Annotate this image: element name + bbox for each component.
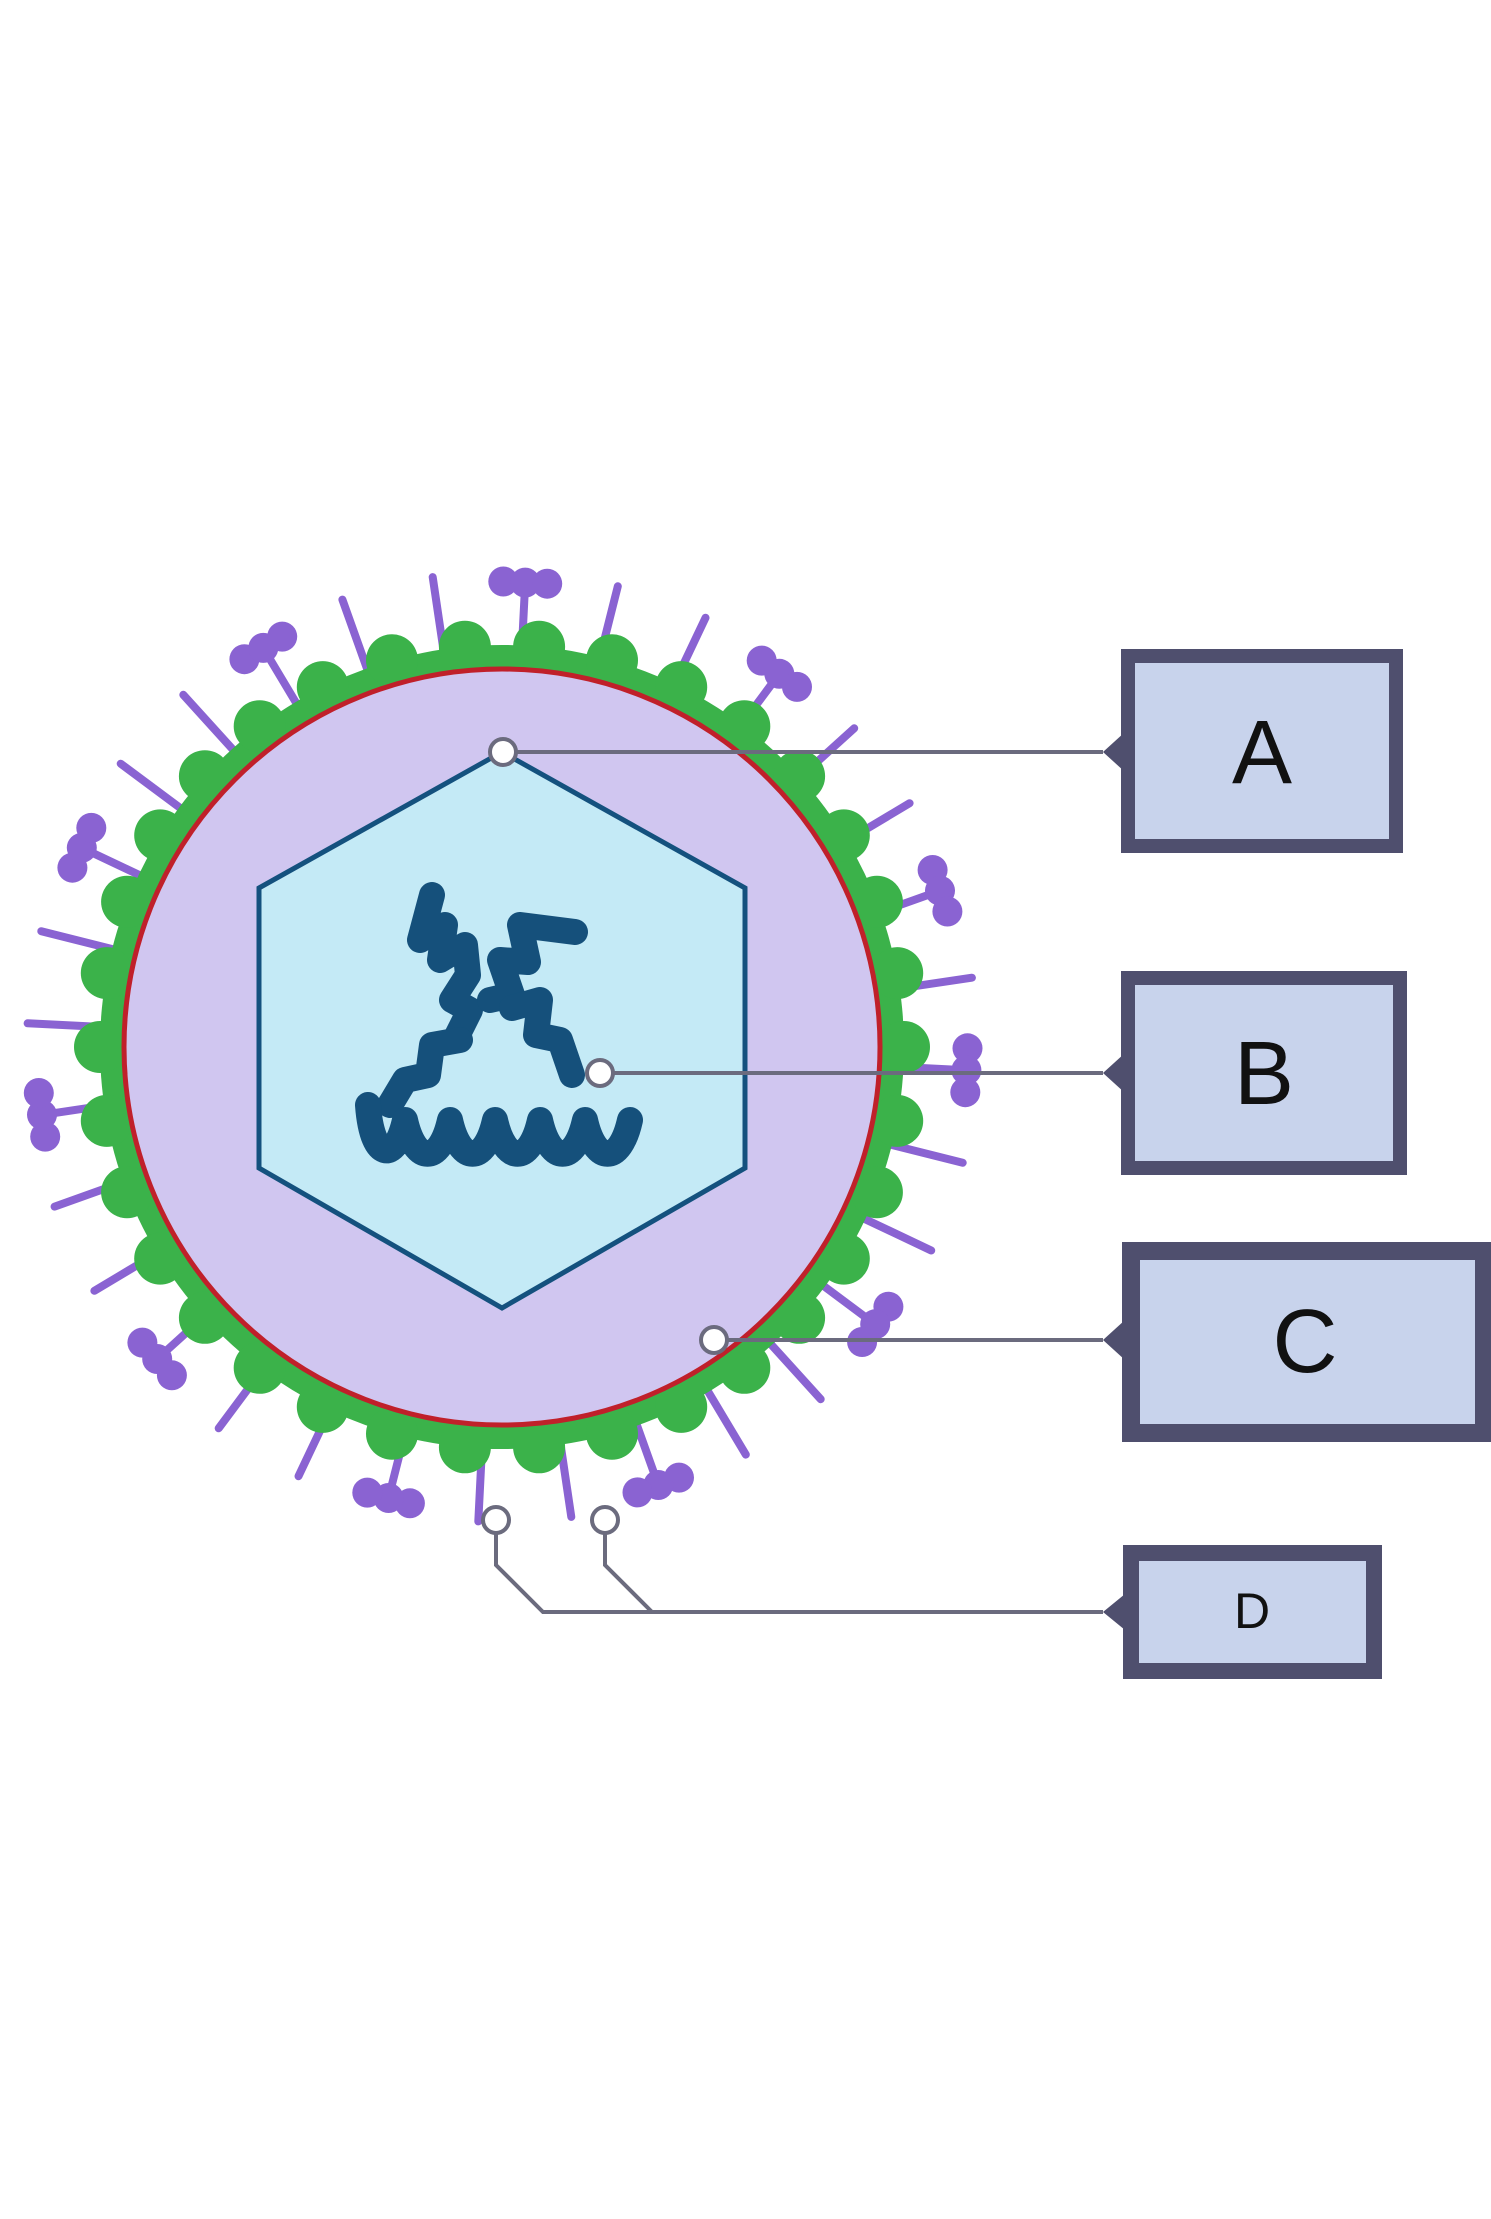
matrix-bump bbox=[296, 661, 349, 714]
pointer-dot-d-1 bbox=[481, 1505, 511, 1535]
glycoprotein-knob bbox=[622, 1477, 653, 1508]
matrix-bump bbox=[850, 875, 903, 928]
matrix-bump bbox=[871, 947, 924, 1000]
matrix-bump bbox=[513, 1421, 566, 1474]
matrix-bump bbox=[178, 1291, 231, 1344]
matrix-bump bbox=[101, 875, 154, 928]
pointer-dots bbox=[481, 737, 729, 1535]
glycoprotein-knob bbox=[127, 1327, 158, 1358]
glycoprotein-knob bbox=[932, 896, 963, 927]
matrix-bump bbox=[655, 661, 708, 714]
matrix-bump bbox=[773, 1291, 826, 1344]
matrix-bump bbox=[296, 1380, 349, 1433]
lipid-membrane bbox=[121, 666, 883, 1428]
label-b-text: B bbox=[1234, 1024, 1294, 1124]
pointer-dot-c bbox=[699, 1325, 729, 1355]
pointer-dot-d-2 bbox=[590, 1505, 620, 1535]
label-a-text: A bbox=[1232, 703, 1292, 803]
label-box-d: D bbox=[1103, 1545, 1382, 1679]
glycoprotein-stalk bbox=[815, 1278, 872, 1323]
matrix-bump bbox=[773, 750, 826, 803]
envelope-spike bbox=[179, 690, 241, 759]
matrix-bump bbox=[233, 1341, 286, 1394]
label-box-b: B bbox=[1103, 971, 1407, 1175]
matrix-bump bbox=[178, 750, 231, 803]
matrix-bump bbox=[80, 1094, 133, 1147]
matrix-bump bbox=[513, 620, 566, 673]
glycoprotein-knob bbox=[267, 621, 298, 652]
label-c-text: C bbox=[1273, 1292, 1338, 1392]
matrix-bump bbox=[850, 1166, 903, 1219]
envelope-spike bbox=[700, 1382, 750, 1459]
envelope-spike bbox=[854, 1212, 936, 1255]
glycoprotein-stalk bbox=[86, 848, 150, 882]
matrix-bump bbox=[134, 1232, 187, 1285]
glycoprotein-knob bbox=[488, 566, 519, 597]
matrix-bump bbox=[878, 1021, 930, 1073]
matrix-bump bbox=[586, 1407, 638, 1460]
glycoprotein-stalk bbox=[630, 1415, 659, 1480]
leader-line-d-2 bbox=[603, 1520, 654, 1614]
matrix-bump bbox=[233, 700, 286, 753]
envelope-spike bbox=[338, 595, 374, 679]
matrix-bump bbox=[80, 947, 133, 1000]
glycoprotein-knob bbox=[352, 1477, 383, 1508]
matrix-bump bbox=[718, 1341, 771, 1394]
matrix-bump bbox=[134, 809, 187, 862]
matrix-bump bbox=[438, 620, 491, 673]
glycoprotein-stalk bbox=[264, 652, 304, 712]
glycoprotein-knob bbox=[952, 1033, 983, 1064]
matrix-bump bbox=[438, 1421, 491, 1474]
label-box-c: C bbox=[1103, 1242, 1491, 1442]
matrix-bump bbox=[101, 1166, 154, 1219]
glycoprotein-knob bbox=[950, 1077, 981, 1108]
glycoprotein-knob bbox=[951, 1055, 982, 1086]
label-box-a: A bbox=[1103, 649, 1403, 853]
glycoprotein-knob bbox=[532, 568, 563, 599]
leader-lines bbox=[494, 750, 1103, 1614]
leader-line-d-1 bbox=[494, 1520, 1103, 1614]
glycoprotein-knob bbox=[510, 567, 541, 598]
glycoprotein-knob bbox=[782, 671, 812, 702]
matrix-bump bbox=[366, 1407, 418, 1460]
matrix-bump bbox=[871, 1094, 924, 1147]
envelope-spike bbox=[763, 1335, 825, 1404]
pointer-dot-a bbox=[488, 737, 518, 767]
glycoprotein-knob bbox=[76, 812, 107, 843]
matrix-bump bbox=[74, 1021, 126, 1073]
envelope-spike bbox=[116, 759, 189, 816]
genome-nucleic-acid bbox=[355, 882, 643, 1167]
pointer-dot-b bbox=[585, 1058, 615, 1088]
matrix-bump bbox=[817, 809, 870, 862]
label-d-text: D bbox=[1234, 1583, 1270, 1639]
matrix-bump bbox=[718, 700, 771, 753]
matrix-bump bbox=[655, 1380, 708, 1433]
matrix-bump bbox=[366, 634, 418, 687]
capsid bbox=[256, 749, 748, 1311]
glycoprotein-knob bbox=[23, 1078, 54, 1108]
matrix-bump bbox=[586, 634, 638, 687]
matrix-bump bbox=[817, 1232, 870, 1285]
